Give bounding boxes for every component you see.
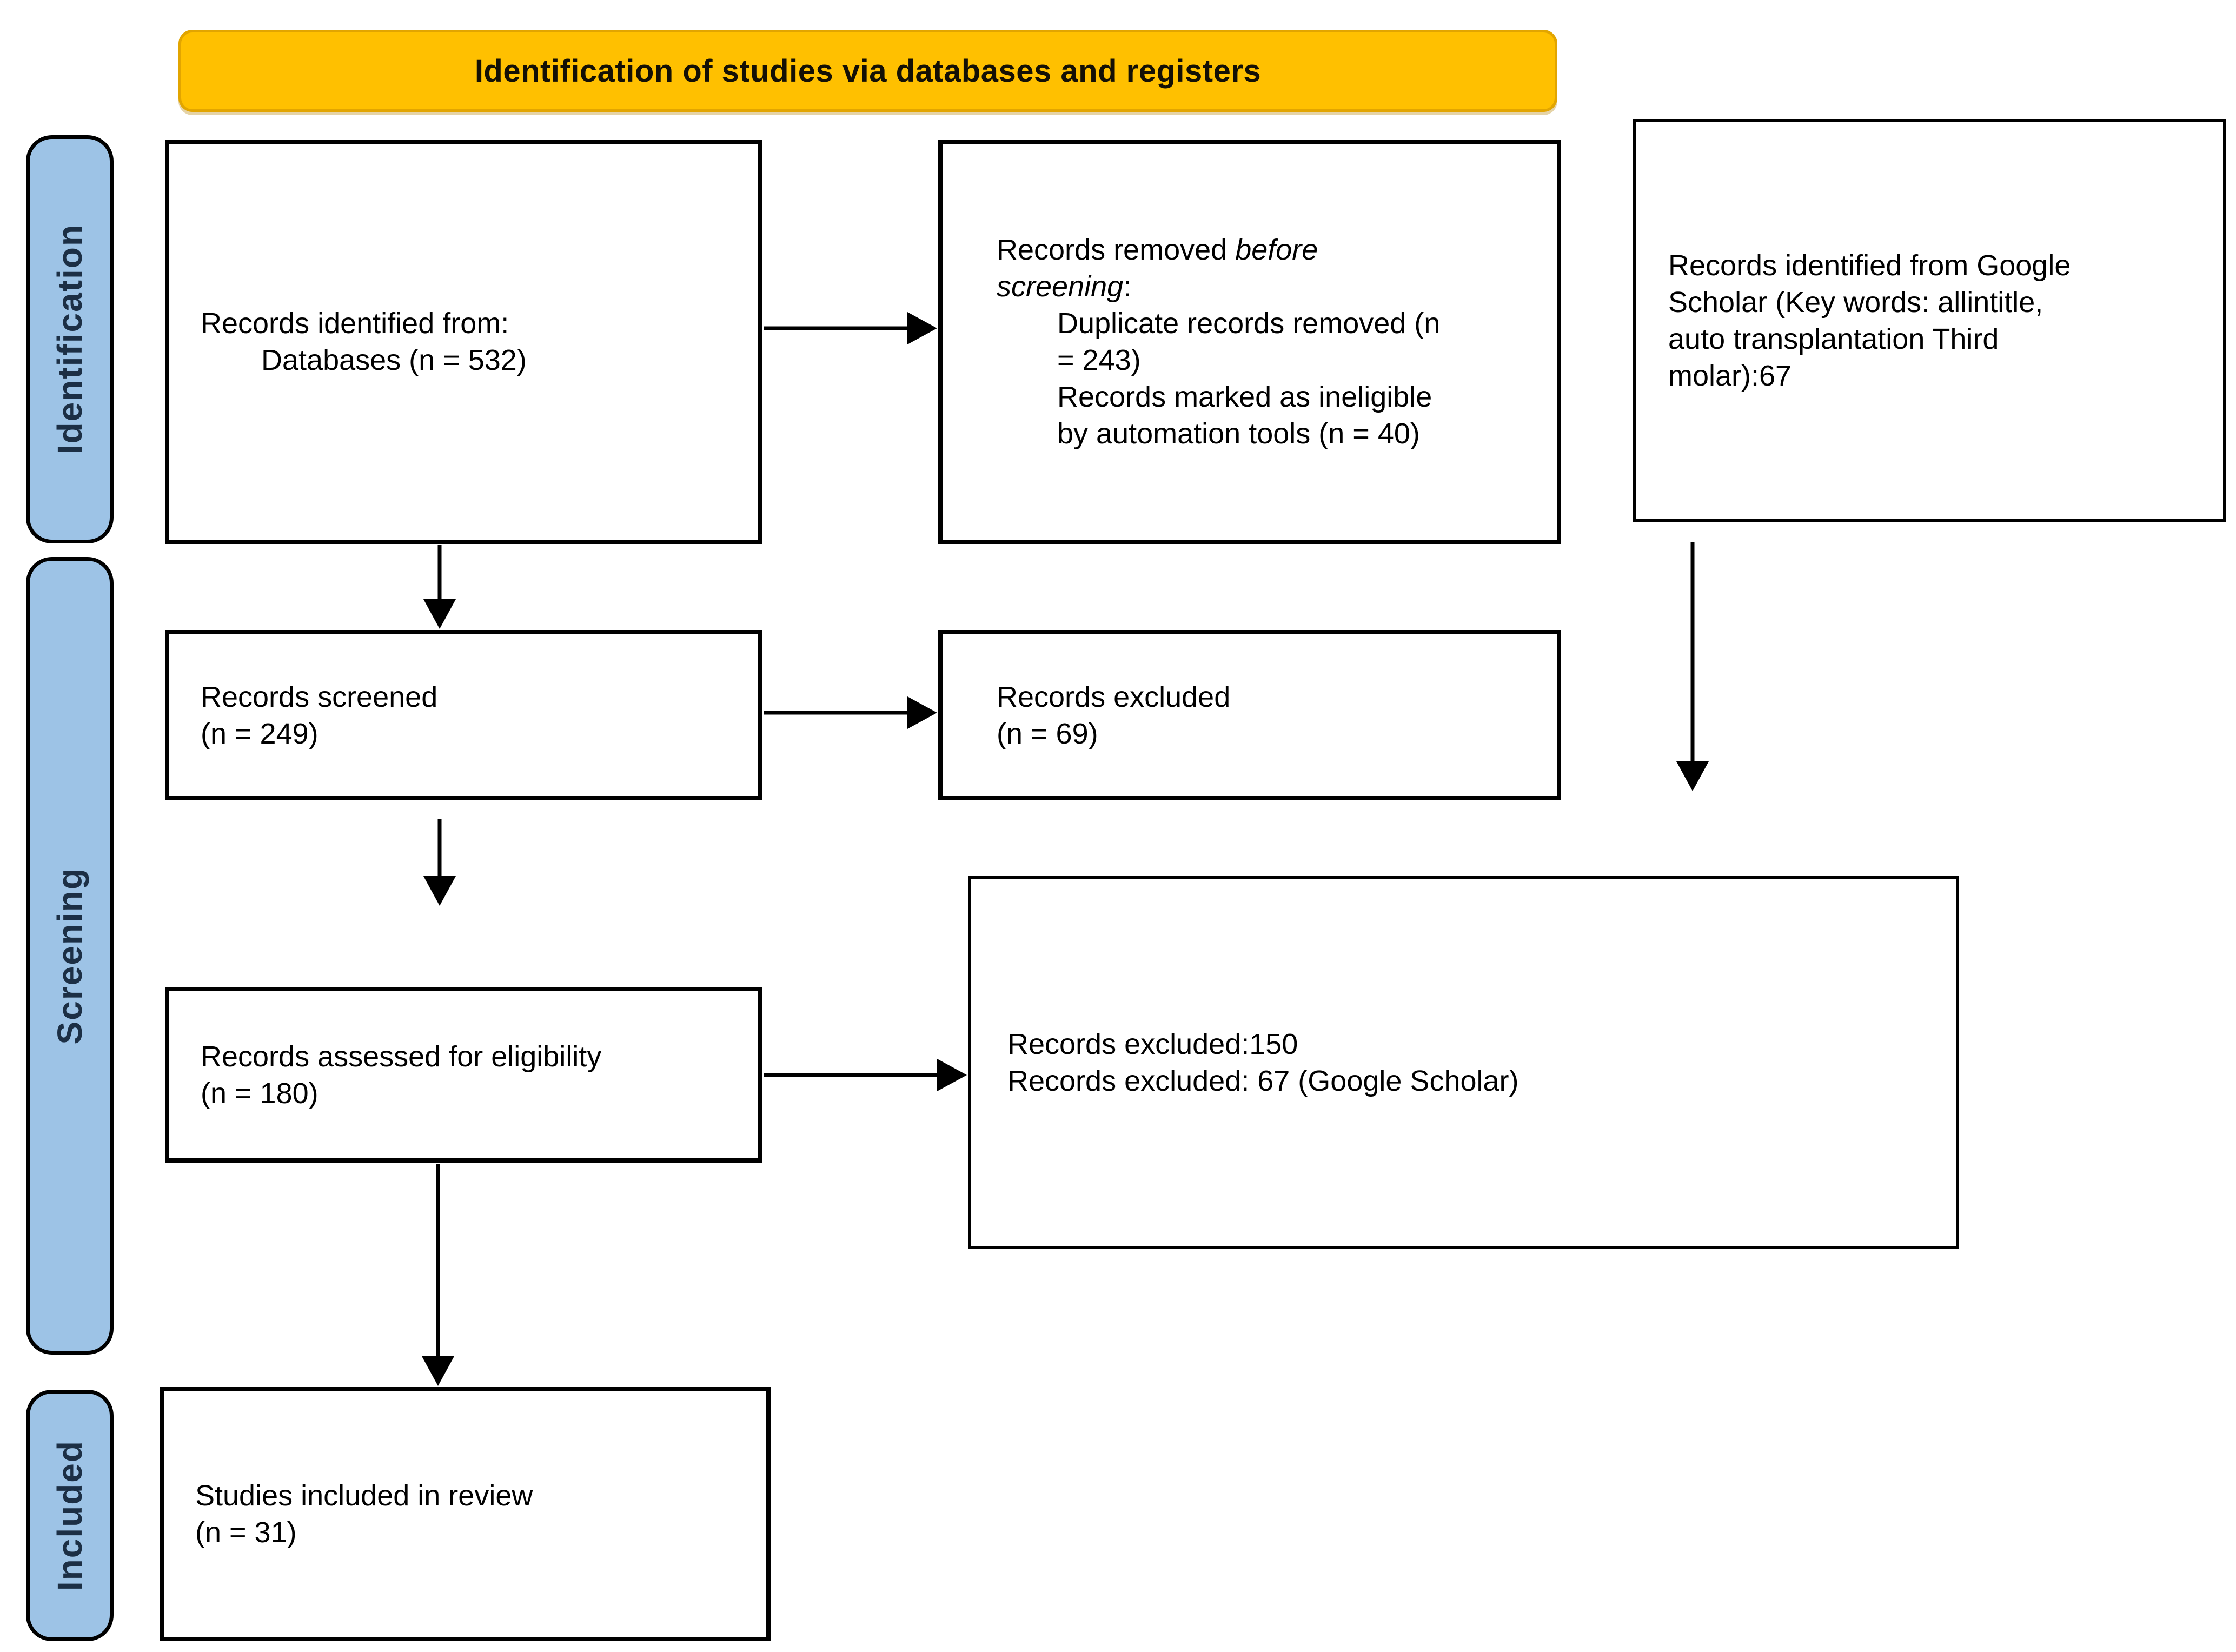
box-line: Records marked as ineligible	[1057, 381, 1432, 413]
box-line: by automation tools (n = 40)	[1057, 417, 1420, 450]
box-line: Duplicate records removed (n	[1057, 307, 1441, 340]
box-line: Records screened	[201, 680, 438, 713]
box-line: molar):67	[1668, 359, 1792, 392]
box-line: (n = 69)	[997, 717, 1098, 750]
box-line: (n = 31)	[195, 1516, 297, 1549]
box-records-excluded: Records excluded (n = 69)	[938, 630, 1561, 800]
box-records-identified-databases: Records identified from: Databases (n = 5…	[165, 140, 762, 544]
box-line: screening:	[997, 270, 1132, 303]
box-line: Scholar (Key words: allintitle,	[1668, 286, 2043, 319]
arrow-screened-to-excluded	[764, 696, 937, 729]
box-records-screened: Records screened (n = 249)	[165, 630, 762, 800]
banner-title: Identification of studies via databases …	[474, 53, 1262, 89]
box-line: auto transplantation Third	[1668, 322, 1999, 355]
box-records-assessed-eligibility: Records assessed for eligibility (n = 180…	[165, 987, 762, 1163]
arrow-google-scholar-down	[1676, 542, 1709, 791]
sidebar-stage-included-label: Included	[50, 1439, 89, 1591]
box-line: (n = 180)	[201, 1077, 319, 1110]
box-line: Records excluded	[997, 680, 1231, 713]
box-line: Records excluded:150	[1007, 1028, 1298, 1060]
box-line: Databases (n = 532)	[261, 344, 527, 376]
box-studies-included: Studies included in review (n = 31)	[160, 1387, 771, 1641]
box-line: (n = 249)	[201, 717, 319, 750]
box-line: Records identified from:	[201, 307, 509, 340]
box-records-removed-before-screening: Records removed before screening: Duplicat…	[938, 140, 1561, 544]
box-line: Records removed before	[997, 234, 1318, 266]
box-line: Records assessed for eligibility	[201, 1040, 602, 1073]
arrow-assessed-to-excluded-big	[764, 1059, 967, 1091]
sidebar-stage-screening-label: Screening	[50, 867, 89, 1045]
box-line: Records identified from Google	[1668, 249, 2071, 282]
sidebar-stage-included: Included	[26, 1390, 114, 1641]
sidebar-stage-identification: Identification	[26, 135, 114, 543]
arrow-identified-to-removed	[764, 312, 937, 344]
box-line: = 243)	[1057, 344, 1141, 376]
box-line: Records excluded: 67 (Google Scholar)	[1007, 1065, 1519, 1097]
sidebar-stage-screening: Screening	[26, 557, 114, 1355]
arrow-screened-to-assessed	[423, 819, 456, 906]
box-line: Studies included in review	[195, 1479, 533, 1512]
arrow-assessed-to-included	[422, 1164, 454, 1386]
banner: Identification of studies via databases …	[178, 30, 1557, 112]
arrow-identified-to-screened	[423, 545, 456, 629]
sidebar-stage-identification-label: Identification	[50, 224, 89, 455]
